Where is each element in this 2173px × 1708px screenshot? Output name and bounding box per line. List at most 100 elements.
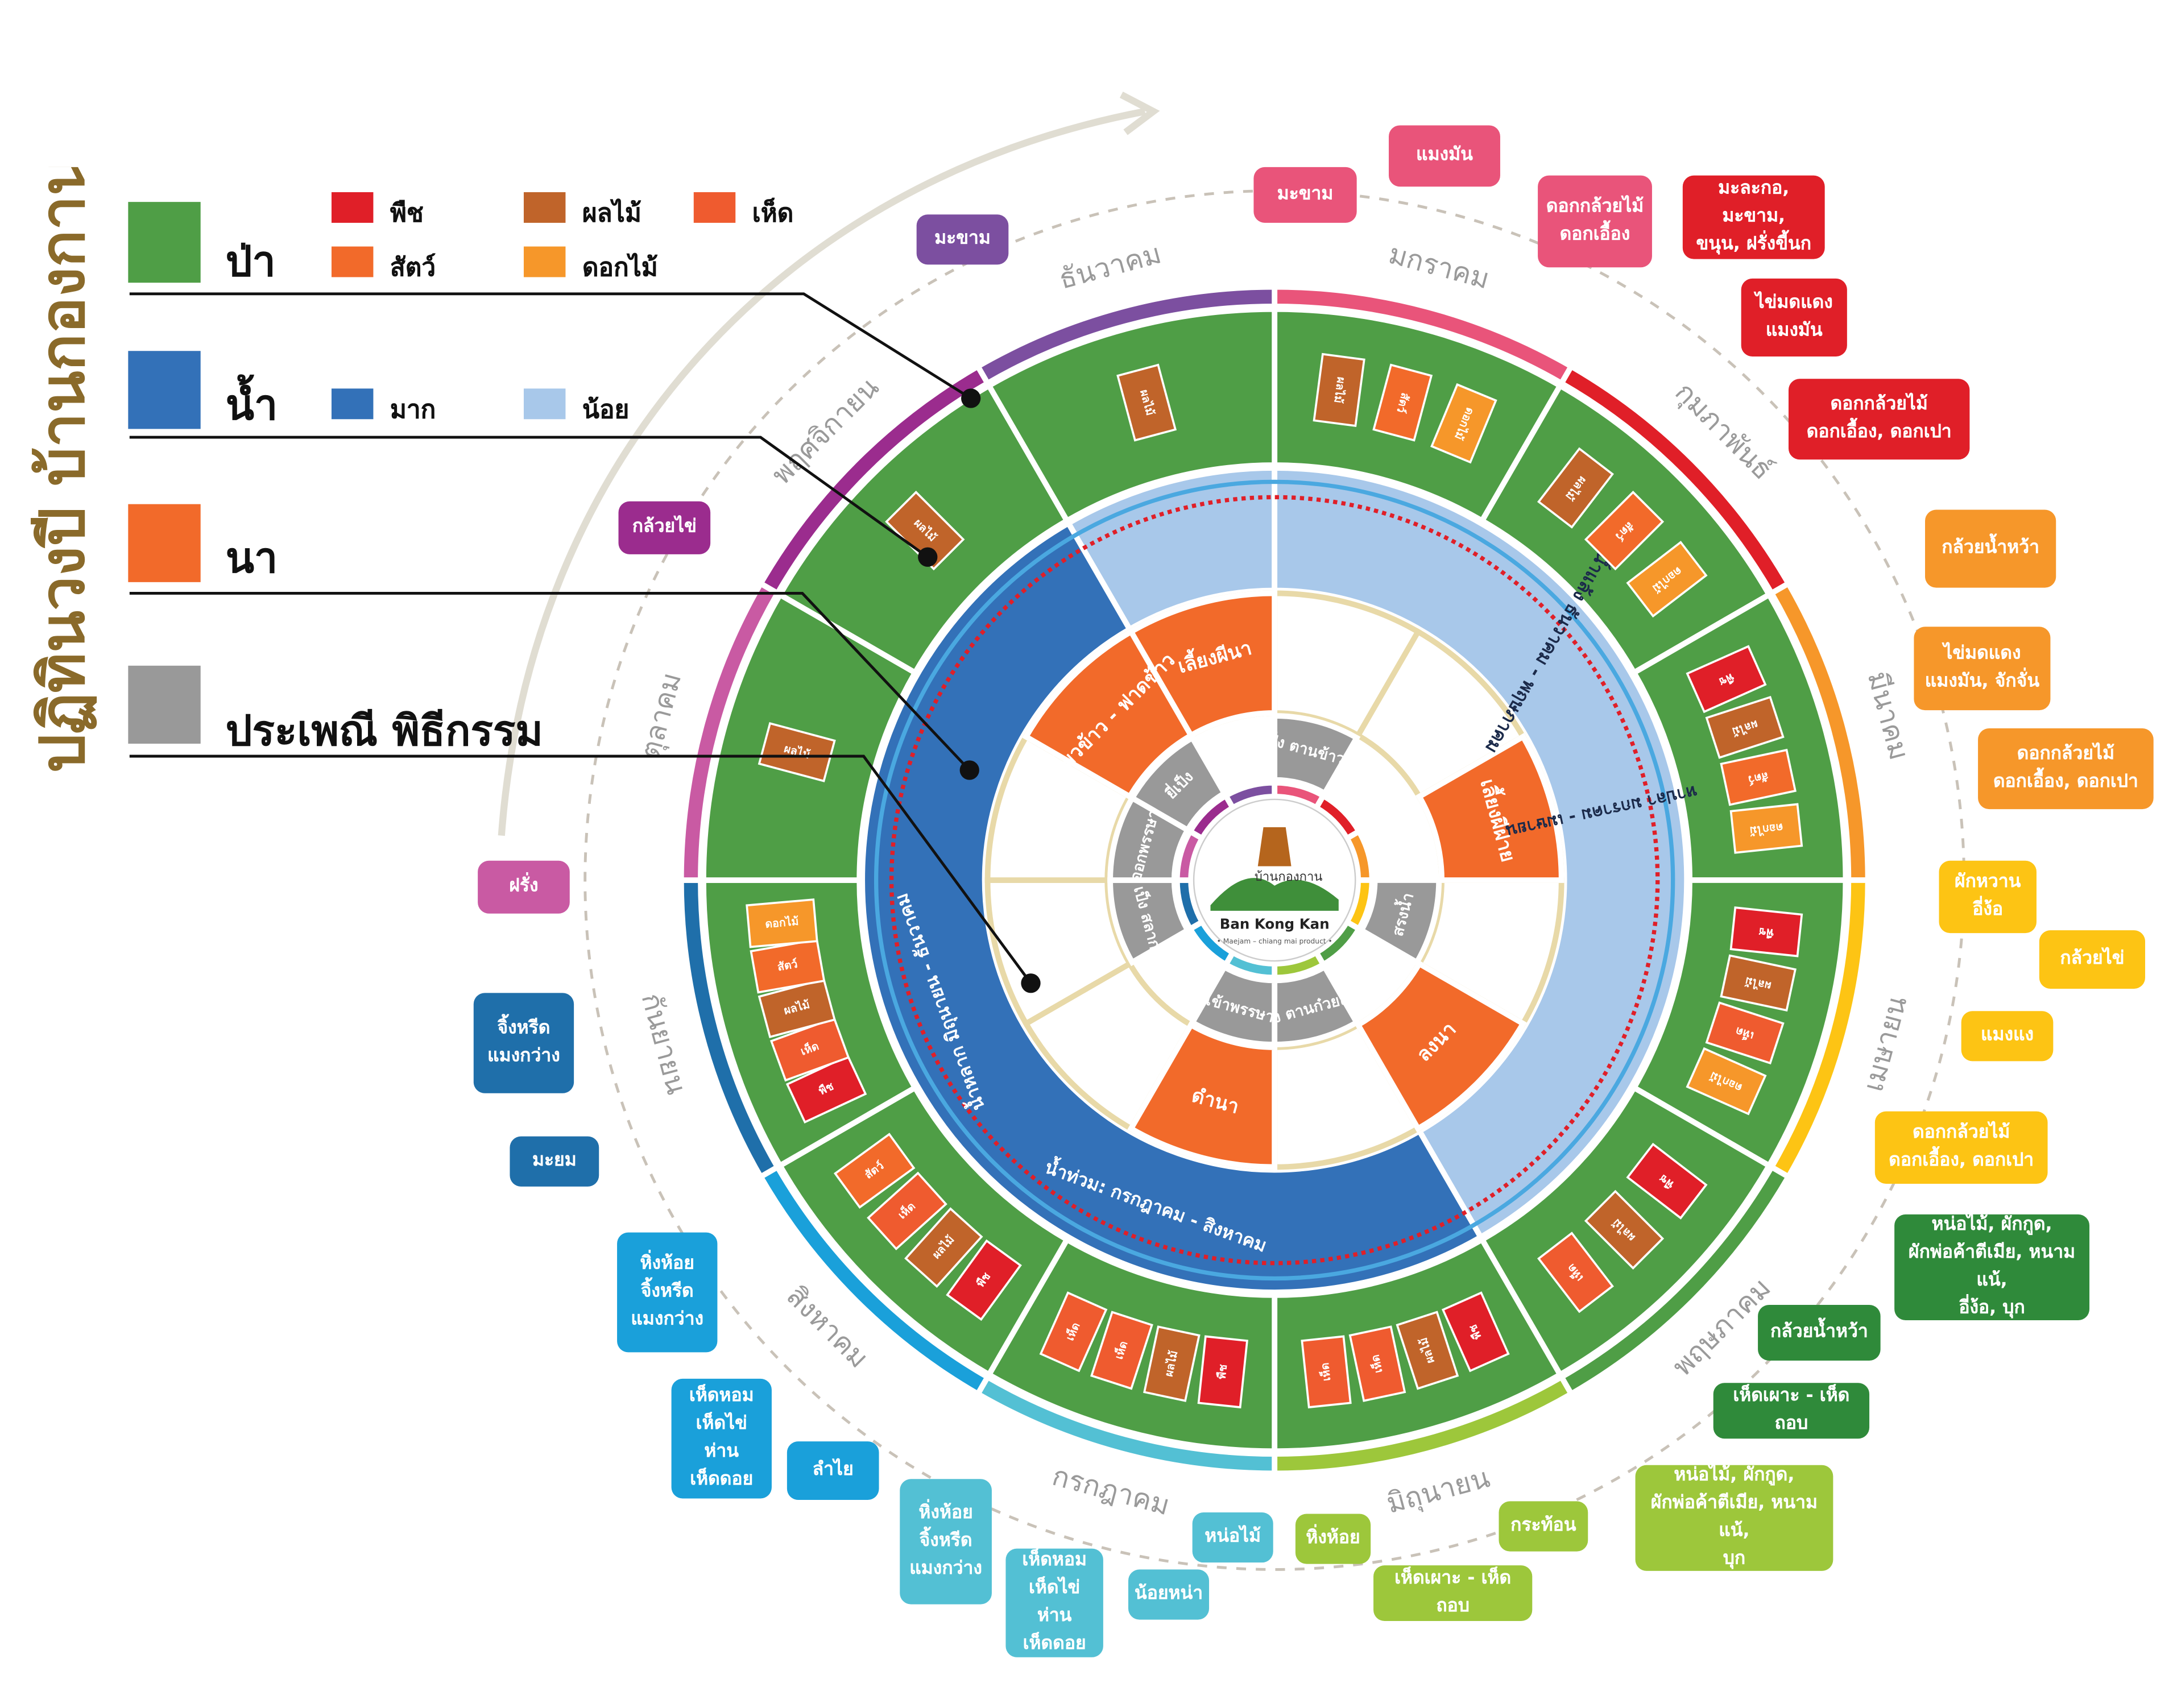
center-pagoda-graphic bbox=[1257, 827, 1292, 867]
forest-tag-flower: ดอกไม้ bbox=[1686, 1047, 1767, 1116]
forest-tag-mushroom: เห็ด bbox=[1039, 1291, 1108, 1373]
legend-plant-swatch bbox=[331, 192, 374, 223]
callout-jul-custard: น้อยหน่า bbox=[1128, 1569, 1210, 1620]
callout-feb-fruit: มะละกอ, มะขาม, ขนุน, ฝรั่งขี้นก bbox=[1682, 175, 1825, 259]
callout-apr-banana: กล้วยไข่ bbox=[2039, 930, 2146, 989]
legend-mushroom-label: เห็ด bbox=[752, 199, 794, 229]
forest-tag-mushroom: เห็ด bbox=[769, 1017, 850, 1082]
callout-mar-banana: กล้วยน้ำหว้า bbox=[1925, 509, 2056, 588]
connector-field-dot bbox=[959, 760, 979, 780]
forest-tag-plant: พืช bbox=[1729, 906, 1803, 957]
forest-tag-plant: พืช bbox=[946, 1239, 1022, 1321]
legend-animal-swatch bbox=[331, 246, 374, 277]
forest-tag-fruit: ผลไม้ bbox=[1313, 353, 1365, 428]
svg-text:พืช: พืช bbox=[1758, 925, 1774, 940]
title-vertical: ปฏิทินวงปี บ้านกองกาน bbox=[27, 167, 98, 773]
center-badge bbox=[1193, 798, 1356, 962]
forest-tag-fruit: ผลไม้ bbox=[1705, 695, 1785, 759]
month-label-6: กรกฎาคม bbox=[1049, 1460, 1173, 1522]
forest-tag-fruit: ผลไม้ bbox=[758, 722, 836, 782]
forest-tag-flower: ดอกไม้ bbox=[1626, 541, 1708, 618]
inner-month-band-11 bbox=[1222, 780, 1278, 812]
legend-flower-label: ดอกไม้ bbox=[582, 253, 658, 283]
month-label-11: ธันวาคม bbox=[1056, 237, 1165, 296]
callout-jun-mushroom: เห็ดเผาะ - เห็ดถอบ bbox=[1373, 1565, 1533, 1622]
center-village-thai: บ้านกองกาน bbox=[1255, 870, 1323, 884]
callout-jul-insect: หิ่งห้อย จิ้งหรีด แมงกว่าง bbox=[900, 1479, 992, 1605]
callout-apr-insect: แมงแง bbox=[1961, 1011, 2054, 1062]
water-line-outer bbox=[874, 479, 1675, 1281]
legend-fruit-label: ผลไม้ bbox=[582, 199, 641, 229]
connector-water bbox=[129, 436, 929, 558]
callout-nov-banana: กล้วยไข่ bbox=[618, 501, 711, 554]
callout-feb-orchid: ดอกกล้วยไม้ ดอกเอื้อง, ดอกเปา bbox=[1788, 379, 1970, 460]
month-label-9: ตุลาคม bbox=[634, 669, 688, 762]
forest-tag-mushroom: เห็ด bbox=[1537, 1232, 1615, 1313]
legend-ritual-label: ประเพณี พิธีกรรม bbox=[225, 707, 543, 757]
legend-forest-label: ป่า bbox=[225, 238, 276, 287]
callout-dec-tamarind: มะขาม bbox=[916, 214, 1009, 265]
connector-field bbox=[129, 591, 971, 772]
legend-animal-label: สัตว์ bbox=[390, 253, 436, 283]
forest-tag-fruit: ผลไม้ bbox=[1396, 1311, 1459, 1390]
callout-jun-veg: หน่อไม้, ผักกูด, ผักพ่อค้าตีเมีย, หนามแน… bbox=[1635, 1465, 1833, 1571]
forest-tag-animal: สัตว์ bbox=[750, 938, 826, 994]
callout-apr-veg: ผักหวาน อี่ง้อ bbox=[1939, 860, 2037, 934]
forest-tag-fruit: ผลไม้ bbox=[1143, 1325, 1201, 1402]
callout-may-mushroom: เห็ดเผาะ - เห็ดถอบ bbox=[1713, 1383, 1870, 1439]
callout-jan-tamarind: มะขาม bbox=[1253, 167, 1357, 223]
legend-mushroom-swatch bbox=[693, 192, 736, 223]
legend-water-swatch bbox=[128, 351, 201, 429]
forest-tag-mushroom: เห็ด bbox=[1301, 1335, 1352, 1409]
svg-text:เห็ด: เห็ด bbox=[1318, 1362, 1333, 1382]
callout-aug-insect: หิ่งห้อย จิ้งหรีด แมงกว่าง bbox=[617, 1232, 718, 1353]
legend-water-label: น้ำ bbox=[225, 382, 278, 430]
legend-flower-swatch bbox=[523, 246, 566, 277]
callout-aug-longan: ลำไย bbox=[787, 1441, 879, 1500]
page-title: ปฏิทินวงปี บ้านกองกาน bbox=[27, 167, 98, 773]
callout-mar-orchid: ดอกกล้วยไม้ ดอกเอื้อง, ดอกเปา bbox=[1978, 728, 2154, 810]
forest-tag-flower: ดอกไม้ bbox=[1430, 383, 1497, 464]
callout-jan-orchid: ดอกกล้วยไม้ ดอกเอื้อง bbox=[1538, 175, 1652, 268]
callout-apr-orchid: ดอกกล้วยไม้ ดอกเอื้อง, ดอกเปา bbox=[1874, 1111, 2048, 1184]
callout-jul-mushroom: เห็ดหอม เห็ดไข่ห่าน เห็ดดอย bbox=[1005, 1548, 1103, 1657]
center-hill-graphic bbox=[1210, 878, 1339, 911]
forest-tag-animal: สัตว์ bbox=[1584, 491, 1665, 571]
svg-text:พืช: พืช bbox=[1215, 1363, 1230, 1379]
center-village-en: Ban Kong Kan bbox=[1220, 915, 1330, 932]
forest-tag-plant: พืช bbox=[1626, 1142, 1708, 1220]
callout-aug-mushroom: เห็ดหอม เห็ดไข่ห่าน เห็ดดอย bbox=[671, 1378, 772, 1499]
connector-forest-dot bbox=[961, 388, 981, 408]
callout-sep-gooseberry: มะยม bbox=[510, 1136, 599, 1187]
forest-tag-mushroom: เห็ด bbox=[1705, 1001, 1785, 1065]
month-label-3: เมษายน bbox=[1857, 993, 1913, 1095]
forest-tag-plant: พืช bbox=[785, 1054, 867, 1124]
forest-tag-fruit: ผลไม้ bbox=[758, 978, 836, 1038]
forest-tag-fruit: ผลไม้ bbox=[1537, 447, 1615, 529]
legend-water-high-label: มาก bbox=[390, 395, 436, 425]
forest-tag-fruit: ผลไม้ bbox=[1116, 363, 1177, 442]
month-label-0: มกราคม bbox=[1385, 238, 1493, 296]
legend-field-label: นา bbox=[225, 534, 278, 584]
legend-water-low-swatch bbox=[523, 388, 566, 420]
connector-forest bbox=[129, 292, 972, 400]
callout-jul-bamboo: หน่อไม้ bbox=[1192, 1512, 1273, 1563]
field-feed-field-spirit bbox=[1127, 590, 1278, 740]
legend-water-high-swatch bbox=[331, 388, 374, 420]
forest-tag-animal: สัตว์ bbox=[1720, 748, 1797, 806]
forest-tag-mushroom: เห็ด bbox=[1348, 1325, 1406, 1402]
forest-tag-mushroom: เห็ด bbox=[867, 1171, 947, 1251]
forest-tag-animal: สัตว์ bbox=[1372, 363, 1433, 442]
legend-field-swatch bbox=[128, 504, 201, 582]
forest-tag-animal: สัตว์ bbox=[833, 1133, 916, 1209]
forest-tag-flower: ดอกไม้ bbox=[1729, 803, 1803, 854]
connector-ritual bbox=[129, 754, 1032, 984]
time-arrow bbox=[498, 107, 1146, 836]
callout-may-veg: หน่อไม้, ผักกูด, ผักพ่อค้าตีเมีย, หนามแน… bbox=[1894, 1214, 2090, 1320]
forest-tag-fruit: ผลไม้ bbox=[1584, 1189, 1665, 1270]
forest-tag-mushroom: เห็ด bbox=[1090, 1311, 1153, 1390]
fishing-dashed-line bbox=[889, 495, 1660, 1266]
forest-tag-fruit: ผลไม้ bbox=[1720, 954, 1797, 1012]
